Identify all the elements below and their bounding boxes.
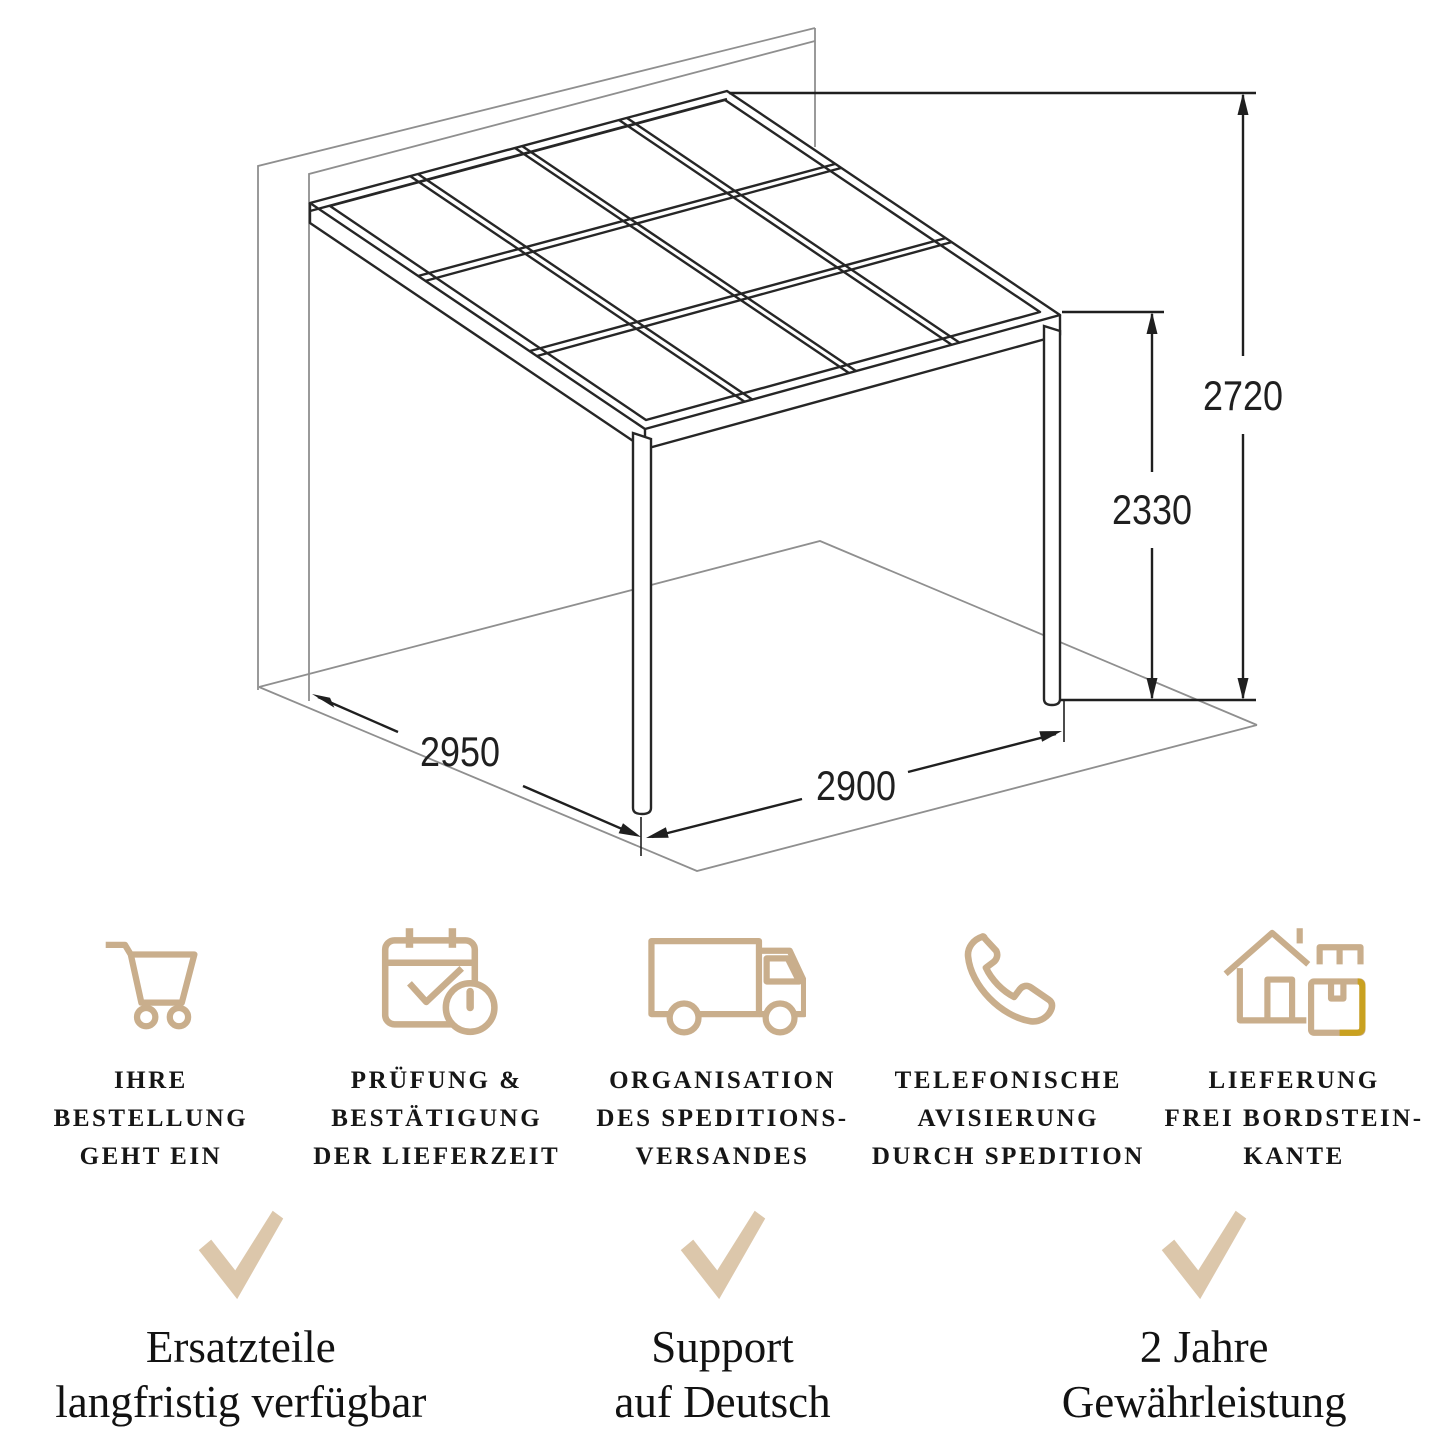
step-phone-notification: TELEFONISCHE AVISIERUNG DURCH SPEDITION [865, 914, 1151, 1176]
step-order-received: IHRE BESTELLUNG GEHT EIN [8, 914, 294, 1176]
shopping-cart-icon [105, 941, 198, 1030]
phone-icon [965, 933, 1056, 1025]
dimension-lines [317, 91, 1256, 856]
step-label: TELEFONISCHE AVISIERUNG DURCH SPEDITION [871, 1067, 1145, 1170]
support-posts [631, 324, 1062, 816]
benefit-warranty: 2 Jahre Gewährleistung [963, 1204, 1445, 1430]
checkmark-icon [680, 1210, 765, 1300]
benefits-row: Ersatzteile langfristig verfügbar Suppor… [0, 1204, 1445, 1430]
dimension-label-depth: 2950 [420, 728, 500, 775]
step-curbside-delivery: LIEFERUNG FREI BORDSTEIN- KANTE [1151, 914, 1437, 1176]
step-delivery-confirmation: PRÜFUNG & BESTÄTIGUNG DER LIEFERZEIT [294, 914, 580, 1176]
step-label: ORGANISATION DES SPEDITIONS- VERSANDES [596, 1067, 849, 1170]
step-label: LIEFERUNG FREI BORDSTEIN- KANTE [1164, 1067, 1424, 1170]
benefit-text: Ersatzteile langfristig verfügbar [55, 1322, 427, 1427]
step-label: PRÜFUNG & BESTÄTIGUNG DER LIEFERZEIT [313, 1067, 561, 1170]
step-label: IHRE BESTELLUNG GEHT EIN [53, 1067, 249, 1170]
benefit-spare-parts: Ersatzteile langfristig verfügbar [0, 1204, 482, 1430]
step-freight-organisation: ORGANISATION DES SPEDITIONS- VERSANDES [580, 914, 866, 1176]
dimension-label-clearance-height: 2330 [1112, 486, 1192, 533]
wall-lines [257, 27, 816, 701]
benefit-text: 2 Jahre Gewährleistung [1061, 1322, 1347, 1427]
calendar-check-icon [381, 928, 498, 1036]
dimension-label-width: 2900 [816, 762, 896, 809]
truck-icon [648, 937, 807, 1035]
checkmark-icon [1161, 1210, 1247, 1300]
ground-lines [258, 540, 1258, 872]
dimension-arrows [312, 93, 1249, 838]
process-steps-row: IHRE BESTELLUNG GEHT EIN PRÜFUNG & [0, 914, 1445, 1176]
house-package-icon [1223, 928, 1366, 1036]
dimension-label-total-height: 2720 [1203, 372, 1283, 419]
terrace-canopy-drawing: 2720 2330 2950 2900 [257, 27, 1283, 872]
checkmark-icon [198, 1210, 284, 1300]
benefit-text: Support auf Deutsch [614, 1322, 831, 1427]
benefit-german-support: Support auf Deutsch [482, 1204, 964, 1430]
